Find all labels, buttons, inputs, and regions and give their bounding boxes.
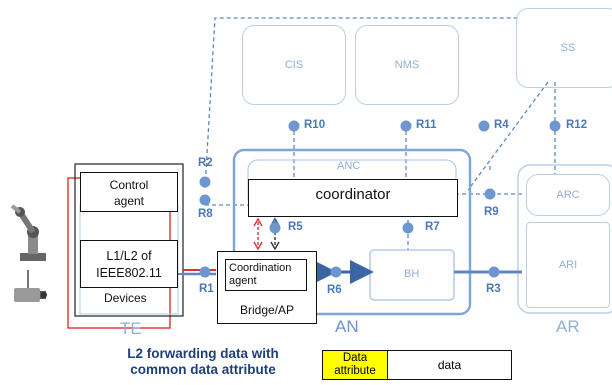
legend-title: L2 forwarding data with common data attr… <box>127 346 279 377</box>
ari-box: ARI <box>526 222 610 308</box>
ari-label: ARI <box>558 259 578 271</box>
ref-r8: R8 <box>198 208 213 220</box>
l1l2-box: L1/L2 of IEEE802.11 <box>80 240 178 288</box>
an-area-box <box>232 148 472 316</box>
ref-r12: R12 <box>566 119 588 131</box>
nms-label: NMS <box>394 59 420 71</box>
nms-box: NMS <box>355 25 459 105</box>
arc-box: ARC <box>526 174 610 216</box>
bridge-ap-label: Bridge/AP <box>239 303 295 317</box>
anc-label: ANC <box>337 160 361 172</box>
an-label: AN <box>335 317 359 336</box>
legend-attribute-cell: Data attribute <box>323 351 388 379</box>
ref-r5: R5 <box>288 221 303 233</box>
ar-area-box <box>517 164 612 314</box>
control-agent-box: Control agent <box>80 172 178 212</box>
ref-r1: R1 <box>199 283 214 295</box>
cis-label: CIS <box>284 59 304 71</box>
te-black-outline <box>74 163 184 317</box>
coordination-agent-box: Coordination agent <box>225 259 307 291</box>
ss-box: SS <box>516 8 612 88</box>
ref-r9: R9 <box>484 206 499 218</box>
control-links <box>204 17 556 250</box>
ref-r2: R2 <box>198 157 213 169</box>
ref-r10: R10 <box>304 119 326 131</box>
ss-label: SS <box>560 42 576 54</box>
bridge-ap-box: Coordination agent Bridge/AP <box>217 251 317 324</box>
ar-label: AR <box>556 317 580 336</box>
legend-table: Data attribute data <box>322 350 512 380</box>
ref-r11: R11 <box>416 119 437 131</box>
bh-label: BH <box>404 268 420 280</box>
legend-data-cell: data <box>437 358 462 372</box>
ref-r7: R7 <box>425 221 440 233</box>
camera-icon <box>14 270 47 302</box>
cis-box: CIS <box>242 25 346 105</box>
ref-r3: R3 <box>486 283 501 295</box>
arc-label: ARC <box>556 189 580 201</box>
ref-r4: R4 <box>494 119 509 131</box>
devices-label: Devices <box>104 291 147 305</box>
te-label: TE <box>120 319 142 338</box>
ref-r6: R6 <box>327 284 342 296</box>
reference-dots <box>199 120 561 278</box>
robot-arm-icon <box>10 204 46 261</box>
coordinator-box: coordinator <box>248 179 458 217</box>
